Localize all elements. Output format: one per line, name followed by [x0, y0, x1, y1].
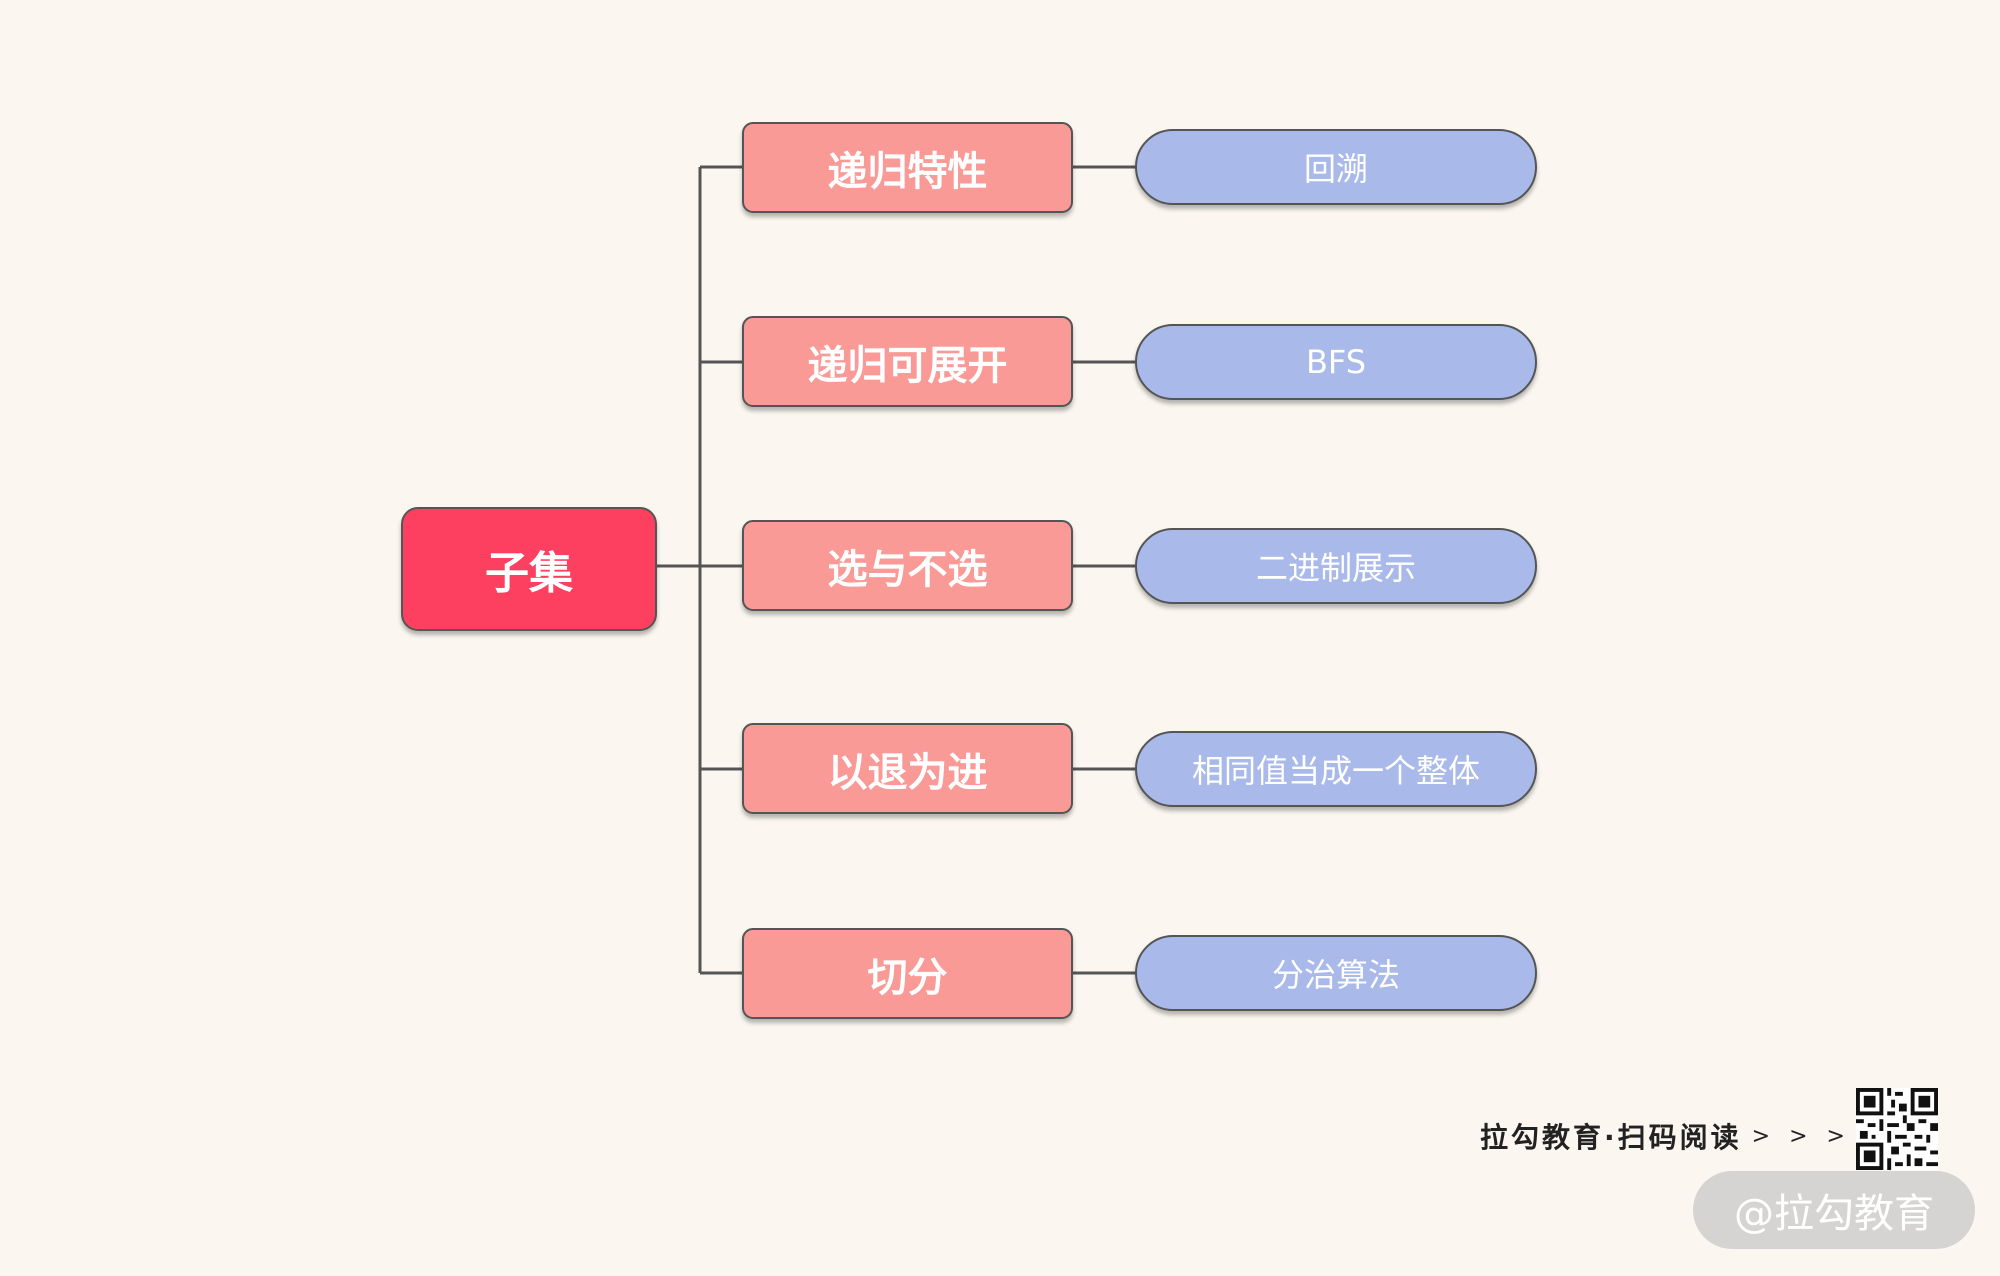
- leaf-node-5: [1135, 935, 1537, 1011]
- leaf-node-2: [1135, 324, 1537, 400]
- footer-text: 拉勾教育·扫码阅读: [1480, 1121, 1742, 1154]
- watermark: @拉勾教育: [1693, 1171, 1975, 1249]
- qr-code-icon[interactable]: [1856, 1088, 1938, 1170]
- leaf-label-5: 分治算法: [1271, 956, 1400, 994]
- leaf-node-3: [1135, 528, 1537, 604]
- branch-node-4: [742, 723, 1073, 814]
- branch-label-1: 递归特性: [827, 148, 988, 195]
- leaf-node-1: [1135, 129, 1537, 205]
- branch-label-4: 以退为进: [827, 749, 988, 796]
- branch-label-2: 递归可展开: [807, 342, 1008, 389]
- leaf-label-1: 回溯: [1303, 150, 1368, 188]
- branch-label-3: 选与不选: [827, 546, 988, 593]
- leaf-label-4: 相同值当成一个整体: [1191, 752, 1480, 790]
- leaf-label-3: 二进制展示: [1255, 549, 1416, 587]
- branch-node-2: [742, 316, 1073, 407]
- connectors: [656, 165, 1136, 975]
- branch-node-3: [742, 520, 1073, 611]
- root-node: [401, 507, 657, 631]
- root-label: 子集: [485, 548, 573, 599]
- footer-arrows: > > >: [1751, 1123, 1851, 1149]
- branch-node-5: [742, 928, 1073, 1019]
- footer-caption: 拉勾教育·扫码阅读 > > >: [1480, 1111, 1851, 1161]
- leaf-node-4: [1135, 731, 1537, 807]
- leaf-label-2: BFS: [1305, 343, 1367, 381]
- branch-label-5: 切分: [867, 954, 948, 1001]
- branch-node-1: [742, 122, 1073, 213]
